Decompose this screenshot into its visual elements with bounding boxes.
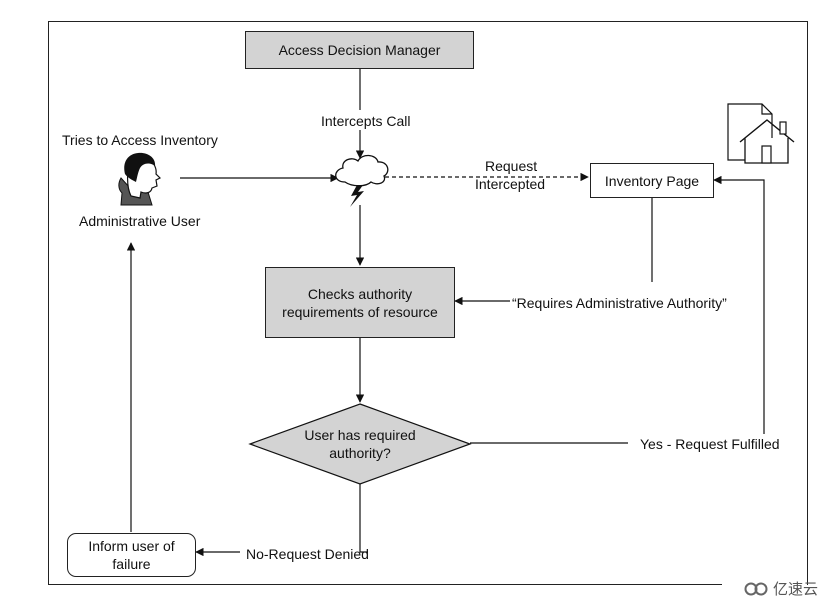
watermark: 亿速云 <box>743 578 818 599</box>
administrative-user-label: Administrative User <box>79 213 201 229</box>
yes-request-fulfilled-label: Yes - Request Fulfilled <box>640 436 780 452</box>
decision-label: User has required authority? <box>304 427 416 461</box>
no-request-denied-label: No-Request Denied <box>246 546 369 562</box>
intercepted-label: Intercepted <box>475 176 546 192</box>
tries-to-access-label: Tries to Access Inventory <box>62 132 218 148</box>
decision-label-box: User has required authority? <box>285 426 435 462</box>
request-label: Request <box>485 158 538 174</box>
edge-yes-to-inventory <box>713 175 765 434</box>
checks-authority-label: Checks authority requirements of resourc… <box>282 285 438 320</box>
checks-authority-box: Checks authority requirements of resourc… <box>265 267 455 338</box>
edge-decision-to-no <box>359 484 368 553</box>
home-page-icon <box>727 103 795 164</box>
watermark-text: 亿速云 <box>772 581 818 598</box>
inform-user-box: Inform user of failure <box>67 533 196 577</box>
access-decision-manager-box: Access Decision Manager <box>245 31 474 69</box>
intercepts-call-label: Intercepts Call <box>321 113 411 129</box>
diagram-frame-bottom <box>48 584 722 585</box>
cloud-lightning-icon <box>335 154 389 207</box>
inform-user-label: Inform user of failure <box>88 538 175 572</box>
watermark-logo-icon <box>744 582 768 595</box>
diagram-frame <box>48 21 808 585</box>
inventory-page-box: Inventory Page <box>590 163 714 198</box>
requires-admin-label: “Requires Administrative Authority” <box>512 295 727 311</box>
inventory-page-label: Inventory Page <box>604 172 700 189</box>
access-decision-manager-label: Access Decision Manager <box>278 42 441 58</box>
decision-diamond <box>248 403 472 485</box>
user-head-icon <box>118 152 162 206</box>
